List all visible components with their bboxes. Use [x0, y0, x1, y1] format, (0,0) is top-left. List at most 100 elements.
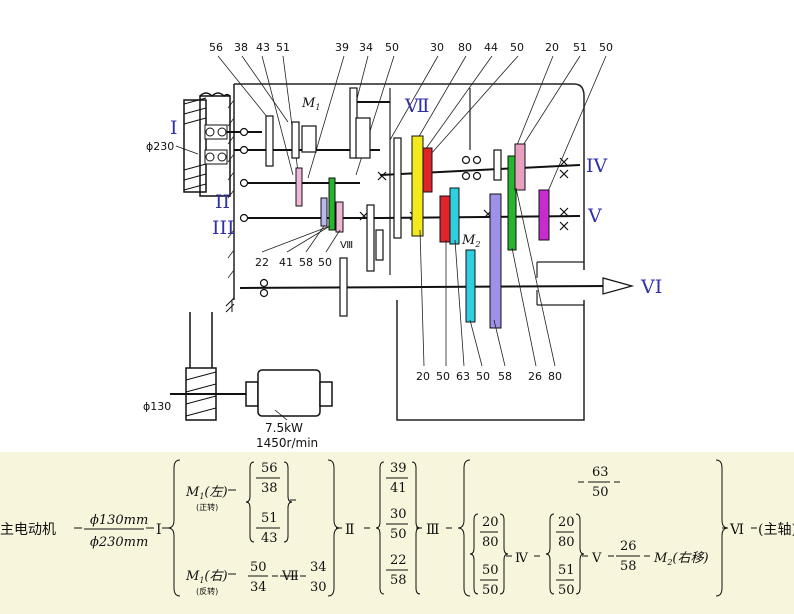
- bearings: [239, 127, 482, 298]
- colored-gears: [295, 135, 550, 329]
- plain-gears: [265, 87, 502, 317]
- gear-viii: [366, 204, 375, 272]
- ratio: 58: [620, 559, 637, 574]
- formula-reverse: (反转): [196, 586, 218, 596]
- pulley-small-label: ϕ130: [143, 400, 171, 413]
- top-label: 50: [385, 41, 399, 54]
- big-pulley: [183, 92, 231, 197]
- left-bottom-label: 41: [279, 256, 293, 269]
- top-label: 50: [510, 41, 524, 54]
- gear-magenta-v: [538, 189, 550, 241]
- ratio: 20: [558, 515, 575, 530]
- ratio: 41: [390, 481, 407, 496]
- ratio: 50: [250, 560, 267, 575]
- shaft-V-line: [379, 215, 581, 219]
- ratio: 50: [592, 485, 609, 500]
- clutch-m2-label: M2: [461, 233, 480, 249]
- gear-50-iv: [493, 149, 502, 181]
- bottom-leader-lines: [261, 187, 556, 367]
- ratio: 56: [261, 461, 278, 476]
- bottom-label: 26: [528, 370, 542, 383]
- ratio: 38: [261, 481, 278, 496]
- shaft-V-label: V: [587, 205, 602, 227]
- ratio: 80: [482, 535, 499, 550]
- spindle-nose: [602, 277, 635, 295]
- bottom-label: 50: [476, 370, 490, 383]
- left-bottom-gear-labels: 22 41 58 50: [255, 256, 332, 269]
- clutch-body: [355, 117, 371, 159]
- gear-red-v: [439, 195, 451, 243]
- ratio: 43: [261, 531, 278, 546]
- shaft-I-label: I: [170, 117, 178, 139]
- clutch-m1: [301, 125, 317, 153]
- transmission-formula: 主电动机 ϕ130mm ϕ230mm I M1(左) (正转) 56 38 51…: [0, 452, 794, 614]
- motor: [245, 369, 333, 417]
- support-hatch: [225, 297, 235, 313]
- shaft-VII-label: Ⅶ: [404, 95, 430, 117]
- top-label: 44: [484, 41, 498, 54]
- formula-shaft-VI: Ⅵ: [729, 522, 744, 538]
- formula-forward: (正转): [196, 502, 218, 512]
- bottom-label: 80: [548, 370, 562, 383]
- shaft-II-label: II: [215, 191, 230, 213]
- top-label: 51: [573, 41, 587, 54]
- left-bottom-label: 22: [255, 256, 269, 269]
- ratio: 20: [482, 515, 499, 530]
- clutch-m1-label: M1: [301, 96, 320, 112]
- formula-shaft-II: Ⅱ: [345, 522, 355, 538]
- top-label: 51: [276, 41, 290, 54]
- ratio: 80: [558, 535, 575, 550]
- shaft-IV-label: IV: [586, 155, 608, 177]
- gear-red-iv: [422, 147, 433, 193]
- bottom-label: 63: [456, 370, 470, 383]
- ratio: 51: [558, 563, 575, 578]
- gear-cyan-v: [449, 187, 460, 245]
- formula-motor: 主电动机: [0, 522, 56, 538]
- ratio: 30: [390, 507, 407, 522]
- formula-pulley-den: ϕ230mm: [90, 535, 148, 550]
- gear-yellow-iii: [411, 135, 424, 237]
- headstock-housing: [233, 83, 585, 421]
- top-label: 43: [256, 41, 270, 54]
- shaft-VIII-label: Ⅷ: [340, 240, 353, 251]
- top-label: 56: [209, 41, 223, 54]
- gear-pink-iv: [514, 143, 526, 191]
- transmission-diagram: 56 38 43 51 39 34 50 30 80 44 50 20 51 5…: [143, 41, 662, 450]
- ratio: 30: [310, 580, 327, 595]
- ratio: 50: [558, 583, 575, 598]
- formula-shaft-III: Ⅲ: [426, 522, 440, 538]
- top-label: 30: [430, 41, 444, 54]
- gear-80-vii: [393, 137, 402, 239]
- ratio: 34: [310, 560, 327, 575]
- ratio: 50: [482, 583, 499, 598]
- ratio: 39: [390, 461, 407, 476]
- ratio: 50: [482, 563, 499, 578]
- ratio: 63: [592, 465, 609, 480]
- pulley-big-label: ϕ230: [146, 140, 174, 153]
- left-bottom-label: 58: [299, 256, 313, 269]
- formula-m2: M2(右移): [653, 551, 709, 567]
- ratio: 22: [390, 553, 407, 568]
- gear-green-iii: [328, 177, 336, 231]
- formula-shaft-I: I: [156, 522, 162, 538]
- left-bottom-label: 50: [318, 256, 332, 269]
- top-label: 20: [545, 41, 559, 54]
- bottom-label: 20: [416, 370, 430, 383]
- motor-power: 7.5kW: [265, 421, 303, 435]
- top-label: 34: [359, 41, 373, 54]
- formula-pulley-num: ϕ130mm: [90, 513, 148, 528]
- formula-shaft-IV: Ⅳ: [515, 551, 529, 566]
- top-leader-lines: [217, 55, 607, 197]
- formula-m1-right: M1(右): [185, 569, 228, 585]
- gear-pink-iii: [335, 201, 344, 233]
- ratio: 34: [250, 580, 267, 595]
- gear-38: [291, 121, 300, 159]
- bottom-label: 50: [436, 370, 450, 383]
- formula-shaft-V: Ⅴ: [591, 551, 602, 566]
- housing-hatching: [227, 99, 235, 279]
- ratio: 51: [261, 511, 278, 526]
- top-label: 50: [599, 41, 613, 54]
- top-gear-labels: 56 38 43 51 39 34 50 30 80 44 50 20 51 5…: [209, 41, 613, 54]
- top-label: 39: [335, 41, 349, 54]
- gear-violet-iii: [320, 197, 328, 227]
